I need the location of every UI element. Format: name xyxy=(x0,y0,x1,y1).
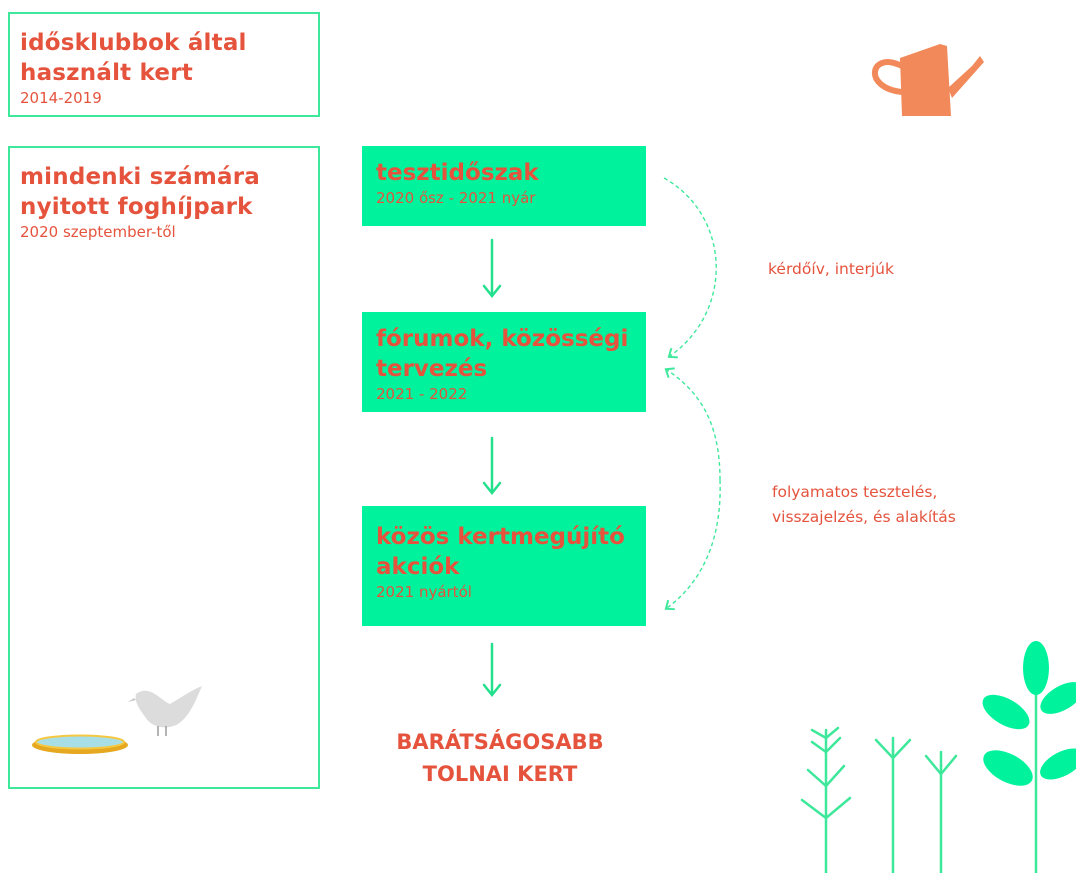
plant-sprout-icon xyxy=(874,736,912,873)
feedback-arc-survey xyxy=(663,177,717,359)
open-park-title: mindenki számára nyitott foghíjpark xyxy=(20,164,260,220)
down-arrow-1 xyxy=(482,238,502,299)
bird-icon xyxy=(128,686,202,736)
plant-sprout-icon xyxy=(800,726,852,873)
feedback-arc-continuous-up xyxy=(664,367,721,481)
open-park-date: 2020 szeptember-től xyxy=(20,223,176,241)
water-dish-icon xyxy=(32,734,128,754)
step-title: közös kertmegújító akciók xyxy=(376,524,625,580)
step-date: 2020 ősz - 2021 nyár xyxy=(376,189,536,207)
outcome-label: BARÁTSÁGOSABB TOLNAI KERT xyxy=(396,730,604,786)
past-garden-box: idősklubbok által használt kert 2014-201… xyxy=(8,12,320,117)
step-title: tesztidőszak xyxy=(376,160,539,186)
step-date: 2021 - 2022 xyxy=(376,385,468,403)
continuous-feedback-label: folyamatos tesztelés, visszajelzés, és a… xyxy=(772,483,956,526)
down-arrow-2 xyxy=(482,436,502,496)
step-date: 2021 nyártól xyxy=(376,583,472,601)
past-garden-title: idősklubbok által használt kert xyxy=(20,30,247,86)
leafy-plant-icon xyxy=(982,641,1076,873)
down-arrow-3 xyxy=(482,642,502,698)
watering-can-icon xyxy=(871,44,984,116)
step-garden-renewal: közös kertmegújító akciók 2021 nyártól xyxy=(362,506,646,626)
step-community-planning: fórumok, közösségi tervezés 2021 - 2022 xyxy=(362,312,646,412)
step-title: fórumok, közösségi tervezés xyxy=(376,326,629,382)
open-park-box: mindenki számára nyitott foghíjpark 2020… xyxy=(8,146,320,789)
step-test-period: tesztidőszak 2020 ősz - 2021 nyár xyxy=(362,146,646,226)
plant-sprout-icon xyxy=(924,750,958,873)
feedback-arc-continuous-down xyxy=(664,479,721,611)
past-garden-date: 2014-2019 xyxy=(20,89,102,107)
survey-label: kérdőív, interjúk xyxy=(768,260,894,278)
